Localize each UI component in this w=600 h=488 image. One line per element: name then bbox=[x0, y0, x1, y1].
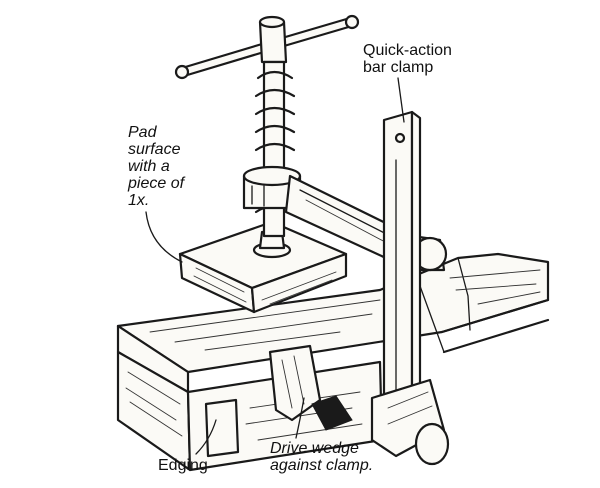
screw-assembly bbox=[174, 14, 360, 238]
pad-block bbox=[178, 220, 348, 314]
leader-lines bbox=[145, 77, 405, 455]
label-pad-surface: Pad surface with a piece of 1x. bbox=[128, 124, 185, 209]
label-quick-action-bar-clamp: Quick-action bar clamp bbox=[363, 42, 452, 76]
wedge bbox=[268, 344, 353, 431]
label-edging: Edging bbox=[158, 457, 208, 474]
quick-action-bar bbox=[370, 110, 450, 466]
label-drive-wedge: Drive wedge against clamp. bbox=[270, 440, 374, 474]
